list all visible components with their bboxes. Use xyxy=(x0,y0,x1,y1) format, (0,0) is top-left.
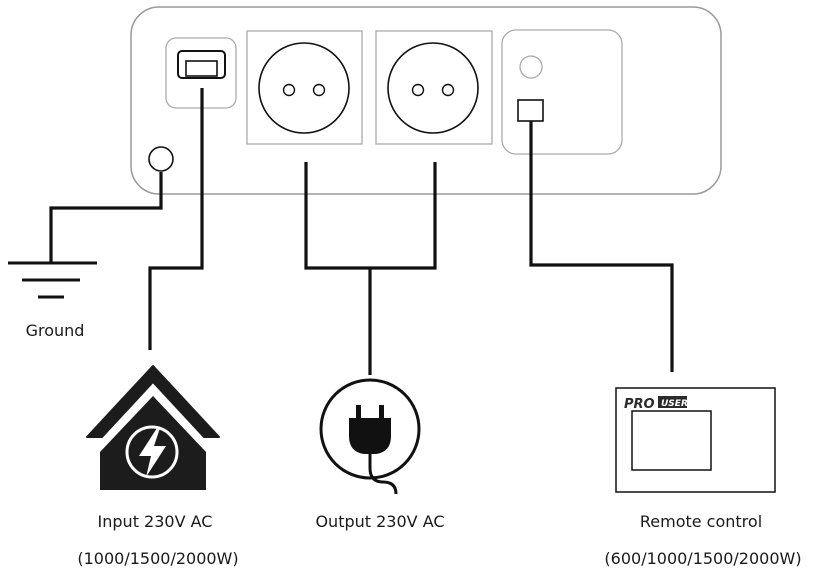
remote-port-jack xyxy=(517,99,544,122)
remote-port-frame xyxy=(501,29,623,155)
output-socket-1-hole-left xyxy=(282,83,296,97)
remote-control-icon xyxy=(615,387,776,493)
remote-power-label: (600/1000/1500/2000W) xyxy=(604,549,802,568)
output-socket-1-hole-right xyxy=(312,83,326,97)
output-socket-2 xyxy=(387,42,479,134)
ground-terminal xyxy=(148,146,174,172)
input-label: Input 230V AC xyxy=(97,512,213,531)
remote-logo-pro: PRO xyxy=(624,397,655,412)
input-power-label: (1000/1500/2000W) xyxy=(77,549,239,568)
power-plug-icon xyxy=(319,378,421,495)
input-connector-socket xyxy=(177,50,226,79)
output-socket-2-hole-right xyxy=(441,83,455,97)
input-wire xyxy=(148,88,204,350)
remote-port-led xyxy=(519,55,543,79)
output-socket-2-hole-left xyxy=(411,83,425,97)
input-connector-pin xyxy=(185,60,218,77)
house-power-icon xyxy=(86,365,220,490)
output-socket-1 xyxy=(258,42,350,134)
remote-logo-user: USER xyxy=(661,399,688,409)
remote-wire xyxy=(529,121,674,372)
ground-label: Ground xyxy=(25,321,85,340)
ground-symbol-icon xyxy=(8,261,97,299)
output-label: Output 230V AC xyxy=(315,512,445,531)
remote-label: Remote control xyxy=(639,512,763,531)
ground-wire xyxy=(49,172,163,262)
